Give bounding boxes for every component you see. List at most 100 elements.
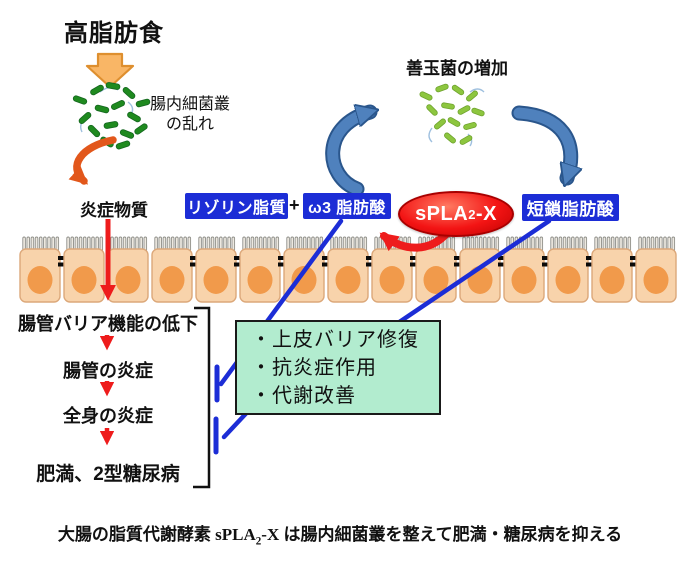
cell-nucleus bbox=[423, 266, 449, 294]
tight-junction bbox=[366, 256, 374, 260]
tight-junction bbox=[410, 262, 418, 267]
effect-item-epithelial-repair: ・上皮バリア修復 bbox=[251, 328, 419, 351]
bacterium bbox=[105, 82, 121, 90]
label-dysbiosis-line2: の乱れ bbox=[165, 116, 214, 133]
cascade-obesity-diabetes: 肥満、2型糖尿病 bbox=[36, 464, 180, 485]
bacterium bbox=[451, 84, 465, 96]
tight-junction bbox=[630, 256, 638, 260]
bacterium bbox=[119, 129, 135, 139]
epithelial-cell bbox=[503, 236, 550, 303]
epithelial-cell bbox=[591, 236, 638, 303]
enzyme-name-sub: 2 bbox=[468, 206, 476, 222]
tight-junction bbox=[498, 262, 506, 267]
tight-junction bbox=[454, 262, 462, 267]
caption-sub: 2 bbox=[255, 535, 262, 548]
bacterium bbox=[94, 104, 110, 114]
tight-junction bbox=[322, 262, 330, 267]
bacterium bbox=[115, 140, 131, 150]
effect-item-metabolic-improvement: ・代謝改善 bbox=[251, 384, 356, 407]
gut-bacteria-disturbed-illustration bbox=[72, 82, 151, 150]
label-good-bacteria-increase: 善玉菌の増加 bbox=[406, 59, 508, 78]
cascade-systemic-inflammation: 全身の炎症 bbox=[63, 406, 153, 426]
cell-nucleus bbox=[335, 266, 361, 294]
bacterium bbox=[441, 102, 455, 110]
figure-caption: 大腸の脂質代謝酵素 sPLA2-X は腸内細菌叢を整えて肥満・糖尿病を抑える bbox=[0, 520, 680, 547]
bacterium bbox=[110, 100, 126, 110]
effect-item-anti-inflammatory: ・抗炎症作用 bbox=[251, 356, 377, 379]
bacterium bbox=[134, 123, 148, 135]
epithelial-cell bbox=[239, 236, 286, 303]
epithelial-cell bbox=[151, 236, 198, 303]
red-curved-arrow-enzyme bbox=[379, 229, 451, 252]
tight-junction bbox=[454, 256, 462, 260]
cascade-gut-inflammation: 腸管の炎症 bbox=[63, 361, 153, 381]
label-inflammatory-substance: 炎症物質 bbox=[80, 201, 148, 220]
tight-junction bbox=[234, 256, 242, 260]
bacterium bbox=[457, 105, 471, 115]
good-bacteria-illustration bbox=[419, 83, 485, 147]
tight-junction bbox=[586, 256, 594, 260]
cell-nucleus bbox=[643, 266, 669, 294]
enzyme-name-post: -X bbox=[475, 202, 497, 225]
bacterium bbox=[87, 124, 101, 138]
intestinal-epithelium-illustration bbox=[19, 236, 677, 303]
tight-junction bbox=[586, 262, 594, 267]
epithelial-cell bbox=[19, 236, 66, 303]
bacterium bbox=[419, 91, 433, 101]
caption-post: -X は腸内細菌叢を整えて肥満・糖尿病を抑える bbox=[261, 525, 623, 544]
epithelial-cell bbox=[283, 236, 330, 303]
tight-junction bbox=[542, 256, 550, 260]
enzyme-name-pre: sPLA bbox=[415, 202, 469, 225]
epithelial-cell bbox=[327, 236, 374, 303]
orange-curved-arrow bbox=[68, 136, 117, 185]
bacterium bbox=[127, 111, 141, 123]
bacterium bbox=[122, 87, 136, 99]
bacterium bbox=[459, 135, 473, 145]
bacterium bbox=[444, 132, 456, 144]
title-high-fat-diet: 高脂肪食 bbox=[64, 20, 164, 47]
cell-nucleus bbox=[555, 266, 581, 294]
tight-junction bbox=[234, 262, 242, 267]
cell-nucleus bbox=[247, 266, 273, 294]
tight-junction bbox=[322, 256, 330, 260]
bacterium bbox=[471, 107, 485, 117]
plus-sign: + bbox=[289, 195, 300, 215]
epithelial-cell bbox=[63, 236, 105, 303]
box-omega3-fatty-acid: ω3 脂肪酸 bbox=[303, 193, 391, 219]
cell-nucleus bbox=[203, 266, 229, 294]
bacterium bbox=[103, 121, 119, 129]
tight-junction bbox=[58, 262, 66, 267]
cell-nucleus bbox=[115, 266, 141, 294]
cell-nucleus bbox=[599, 266, 625, 294]
epithelial-cell bbox=[107, 236, 149, 303]
cell-nucleus bbox=[379, 266, 405, 294]
label-dysbiosis-line1: 腸内細菌叢 bbox=[149, 96, 230, 113]
cell-nucleus bbox=[511, 266, 537, 294]
blue-curved-arrows bbox=[325, 112, 571, 197]
tight-junction bbox=[190, 256, 198, 260]
epithelial-cell bbox=[635, 236, 677, 303]
orange-down-arrow bbox=[85, 52, 135, 89]
epithelial-cell bbox=[547, 236, 594, 303]
epithelial-cell bbox=[459, 236, 506, 303]
bacterium bbox=[135, 98, 151, 108]
bacterium bbox=[90, 84, 104, 96]
bacterium bbox=[78, 112, 92, 124]
cell-nucleus bbox=[27, 266, 53, 294]
bacterium bbox=[426, 104, 438, 116]
effects-box: ・上皮バリア修復 ・抗炎症作用 ・代謝改善 bbox=[235, 320, 441, 415]
flagella bbox=[428, 127, 433, 143]
cascade-bracket bbox=[193, 306, 211, 489]
bacterium bbox=[447, 117, 461, 127]
tight-junction bbox=[58, 256, 66, 260]
bacterium bbox=[434, 118, 446, 130]
tight-junction bbox=[278, 256, 286, 260]
bacterium bbox=[72, 95, 88, 105]
tight-junction bbox=[542, 262, 550, 267]
cell-nucleus bbox=[291, 266, 317, 294]
bacterium bbox=[435, 83, 449, 93]
tight-junction bbox=[278, 262, 286, 267]
tight-junction bbox=[190, 262, 198, 267]
